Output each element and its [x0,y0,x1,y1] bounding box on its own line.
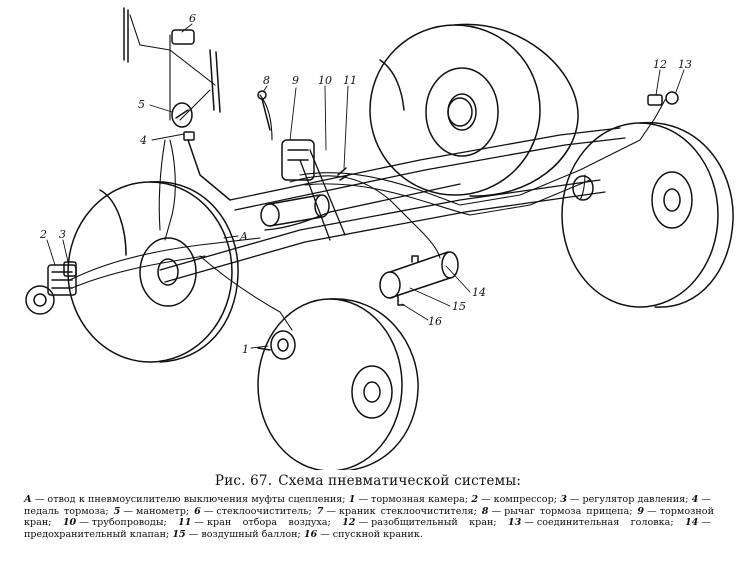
legend-text: регулятор давления; [582,494,689,505]
legend-text: отвод к пневмоусилителю выключения муфты… [47,494,346,505]
pressure-regulator [63,261,77,277]
legend-item: 2—компрессор; [471,494,557,505]
legend-item: 15—воздушный баллон; [172,528,301,540]
legend-key: 3 [560,494,567,505]
legend-key: 12 [342,517,356,529]
legend-item: 4—педаль тормоза; [24,494,711,517]
legend-item: 6—стеклоочиститель; [194,505,312,517]
callout-11: 11 [343,74,357,87]
legend-key: 15 [172,528,186,540]
legend-item: 12—разобщительный кран; [342,517,497,529]
legend-text: педаль тормоза; [24,505,109,517]
legend-item: 8—рычаг тормоза прицепа; [481,505,633,517]
legend-text: воздушный баллон; [201,528,301,540]
legend-text: стеклоочиститель; [216,505,312,517]
chassis-frame [159,127,626,283]
legend-item: 1—тормозная камера; [348,494,469,505]
safety-valve [411,255,419,263]
legend-key: 5 [113,505,121,517]
legend-item: 14—предохранительный клапан; [24,517,711,540]
legend-item: 11—кран отбора воздуха; [178,517,331,529]
wheel-front-left [67,181,239,363]
leader-lines [46,23,685,349]
pneumatic-system-diagram: 1 2 3 4 5 6 8 9 10 11 12 13 14 15 16 A [25,7,734,470]
legend-text: спускной краник. [332,528,423,540]
legend-text: тормозной кран; [24,505,714,529]
brake-pedal [183,131,231,201]
legend-text: рычаг тормоза прицепа; [504,505,633,517]
figure-caption: Рис. 67. Схема пневматической системы: [0,473,736,489]
callout-5: 5 [138,98,145,111]
coupling-head [665,91,679,105]
callout-16: 16 [428,315,442,328]
legend-key: 9 [637,505,645,517]
callout-6: 6 [189,12,196,25]
callout-3: 3 [59,228,66,241]
legend-text: манометр; [135,505,190,517]
compressor [25,264,77,315]
legend-key: 10 [62,517,77,529]
callout-14: 14 [472,286,486,299]
legend-text: соединительная головка; [536,517,674,529]
callout-15: 15 [452,300,466,313]
disconnect-valve [647,94,663,106]
figure-legend: А—отвод к пневмоусилителю выключения муф… [24,494,714,540]
callout-4: 4 [139,134,147,147]
legend-key: А [24,494,32,505]
figure-label: Рис. 67. [214,473,273,489]
legend-key: 11 [178,517,192,529]
legend-key: 14 [684,517,699,529]
legend-key: 6 [194,505,201,517]
pressure-gauge [171,102,193,128]
legend-text: компрессор; [493,494,557,505]
callout-12: 12 [653,58,667,71]
legend-text: трубопроводы; [91,517,167,529]
legend-text: предохранительный клапан; [24,528,170,540]
air-cylinder [379,251,459,299]
brake-chamber-rear-right [447,97,473,127]
legend-key: 7 [316,505,324,517]
air-tap [337,167,351,181]
legend-item: 5—манометр; [113,505,190,517]
legend-key: 16 [303,528,318,540]
figure-title: Схема пневматической системы: [278,473,522,489]
legend-item: 16—спускной краник. [303,528,423,540]
legend-item: 10—трубопроводы; [62,517,167,529]
legend-item: 13—соединительная головка; [507,517,674,529]
wheel-front-right [257,298,419,470]
legend-key: 13 [507,517,522,529]
callout-A: A [239,230,248,243]
legend-key: 2 [471,494,479,505]
windscreen-wiper [123,7,221,113]
brake-chamber-rear-left [572,175,594,201]
pipelines [69,14,666,331]
trailer-brake-lever [257,90,271,131]
legend-item: 9—тормозной кран; [24,505,714,529]
legend-text: тормозная камера; [371,494,469,505]
callout-2: 2 [39,228,47,241]
legend-key: 8 [481,505,489,517]
brake-chamber-front [257,330,296,360]
diagram-canvas: 1 2 3 4 5 6 8 9 10 11 12 13 14 15 16 A [25,7,734,470]
callout-8: 8 [263,74,270,87]
legend-key: 4 [691,494,699,505]
callout-9: 9 [292,74,299,87]
drain-cock [397,295,405,306]
legend-key: 1 [348,494,356,505]
legend-item: А—отвод к пневмоусилителю выключения муф… [24,494,346,505]
callout-1: 1 [242,343,249,356]
legend-text: разобщительный кран; [371,517,497,529]
wheel-rear-left [561,122,734,308]
legend-text: кран отбора воздуха; [207,517,331,529]
air-cylinder-small [260,194,330,227]
legend-item: 7—краник стеклоочистителя; [316,505,477,517]
brake-valve [281,139,315,181]
legend-text: краник стеклоочистителя; [339,505,477,517]
callout-10: 10 [318,74,332,87]
wheel-rear-right [369,23,579,197]
callout-13: 13 [678,58,692,71]
legend-item: 3—регулятор давления; [560,494,689,505]
